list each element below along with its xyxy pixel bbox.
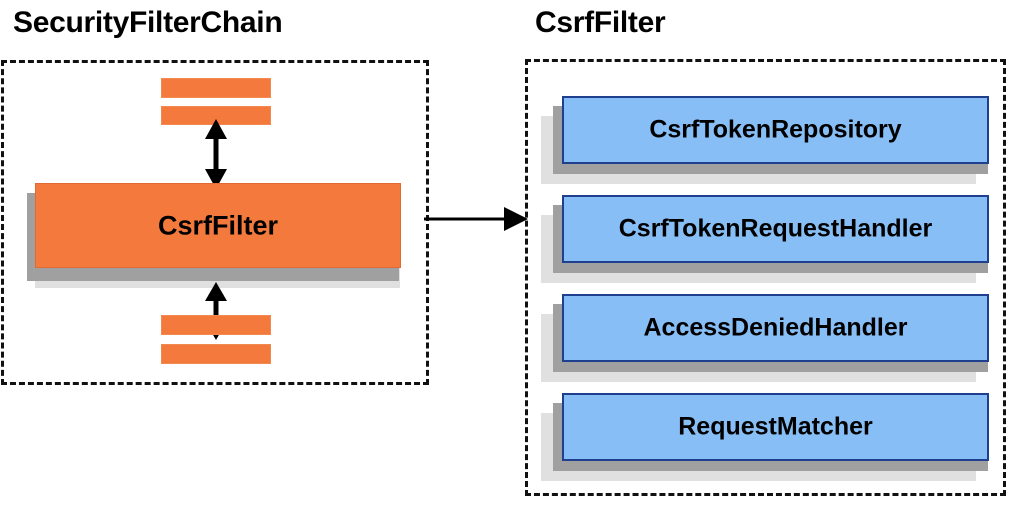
double-arrow-up-icon <box>205 119 227 189</box>
csrf-filter-panel <box>525 59 1006 496</box>
component-card-label: CsrfTokenRepository <box>649 115 902 144</box>
component-card-face: CsrfTokenRequestHandler <box>562 195 989 263</box>
component-card-label: RequestMatcher <box>678 412 873 441</box>
csrf-filter-box-label: CsrfFilter <box>157 210 279 240</box>
security-filter-chain-panel <box>1 60 429 385</box>
page-title-security-filter-chain: SecurityFilterChain <box>13 6 283 39</box>
component-card-access-denied-handler: AccessDeniedHandler <box>541 294 1001 382</box>
csrf-filter-box-face: CsrfFilter <box>35 183 401 268</box>
filter-bar-bottom-2 <box>161 344 271 364</box>
component-card-csrf-token-request-handler: CsrfTokenRequestHandler <box>541 195 1001 283</box>
component-card-face: CsrfTokenRepository <box>562 96 989 164</box>
filter-bar-bottom-1 <box>161 315 271 335</box>
component-card-face: AccessDeniedHandler <box>562 294 989 362</box>
component-card-request-matcher: RequestMatcher <box>541 393 1001 481</box>
page-title-csrf-filter: CsrfFilter <box>535 6 666 39</box>
component-card-label: CsrfTokenRequestHandler <box>618 214 933 243</box>
component-card-label: AccessDeniedHandler <box>643 313 908 342</box>
panel-link-arrow-icon <box>424 207 528 231</box>
csrf-filter-box: CsrfFilter <box>20 183 415 288</box>
component-card-csrf-token-repository: CsrfTokenRepository <box>541 96 1001 184</box>
component-card-face: RequestMatcher <box>562 393 989 461</box>
filter-bar-top-1 <box>161 78 271 98</box>
